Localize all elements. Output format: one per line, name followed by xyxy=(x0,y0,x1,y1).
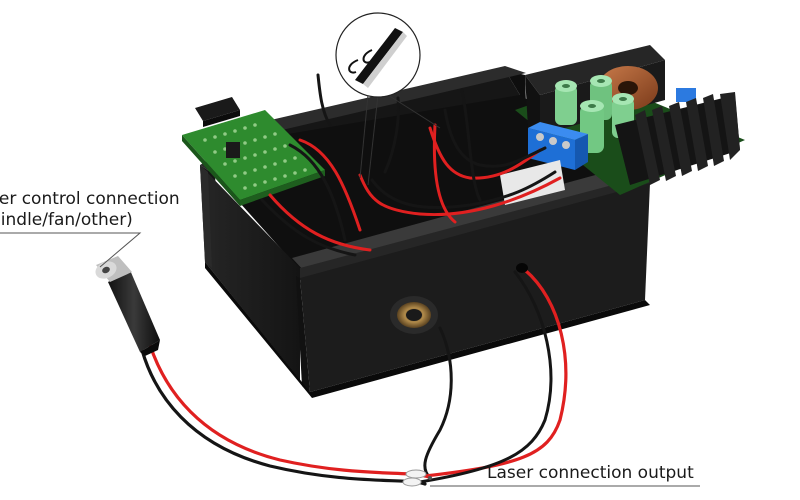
front-heatsink xyxy=(615,92,740,185)
terminal-block xyxy=(528,122,588,170)
wiring xyxy=(140,73,568,486)
callout-laser-control-line1: ser control connection xyxy=(0,189,180,209)
transistor xyxy=(226,142,240,158)
leader-lines xyxy=(0,232,700,487)
dc-plug xyxy=(95,256,160,356)
control-pcb xyxy=(182,97,325,206)
trim-potentiometer xyxy=(676,88,696,102)
callout-laser-control-connection: ser control connection pindle/fan/other) xyxy=(0,189,180,231)
cutter-icon xyxy=(348,28,407,88)
cutter-callout xyxy=(335,12,441,186)
ic-chip xyxy=(195,97,240,127)
cable-hole xyxy=(516,263,528,273)
callout-laser-control-line2: pindle/fan/other) xyxy=(0,210,133,230)
output-wire-ends xyxy=(402,469,427,487)
buck-converter-module xyxy=(500,45,745,205)
output-jack xyxy=(390,296,438,334)
callout-laser-connection-output: Laser connection output xyxy=(487,463,694,483)
